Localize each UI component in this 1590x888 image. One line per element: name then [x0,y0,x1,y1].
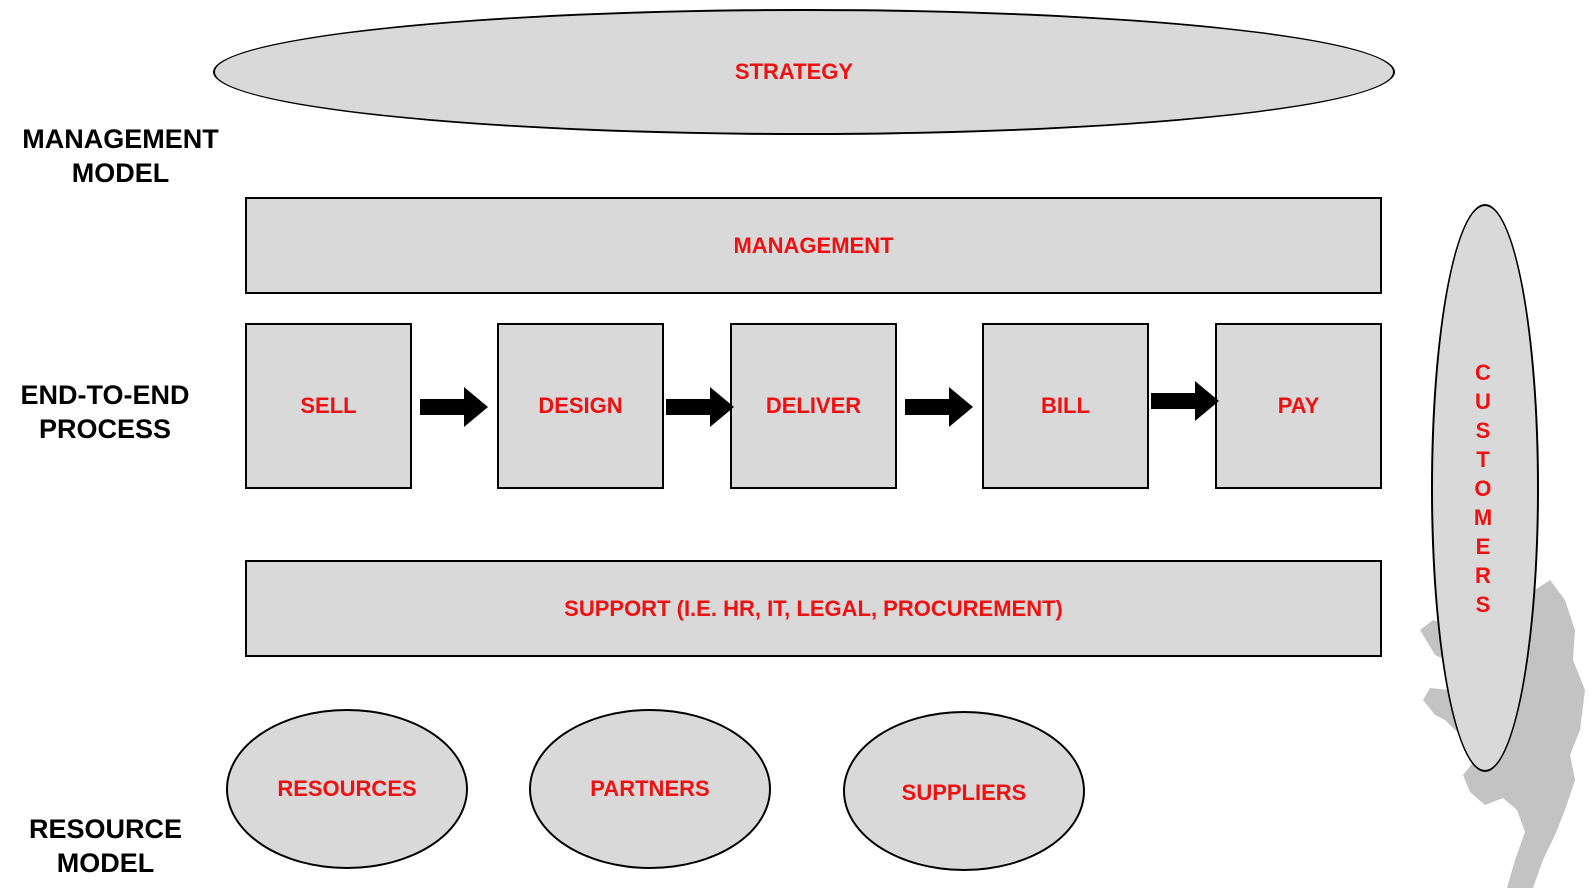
process-step-pay: PAY [1215,323,1382,489]
customers-letter: U [1475,388,1491,414]
process-step-label: DELIVER [765,393,862,418]
process-step-label: DESIGN [538,393,623,418]
management-label: MANAGEMENT [733,232,894,258]
arrow-right-icon [420,387,488,427]
customers-letter: T [1476,446,1490,472]
end-to-end-process-label: END-TO-END PROCESS [20,380,190,444]
customers-letter: M [1473,504,1493,530]
resource-item-label: PARTNERS [590,776,710,801]
management-model-label: MANAGEMENT MODEL [22,124,219,188]
process-step-deliver: DELIVER [730,323,897,489]
customers-letter: O [1474,475,1492,501]
customers-label: C U S T O M E R S [1474,358,1492,619]
resources-ellipse: RESOURCES [226,709,468,869]
arrow-right-icon [905,387,973,427]
customers-ellipse: C U S T O M E R S [1431,204,1539,772]
process-step-label: SELL [300,393,357,418]
resource-item-label: RESOURCES [277,776,417,801]
strategy-label: STRATEGY [734,59,854,84]
support-bar: SUPPORT (I.E. HR, IT, LEGAL, PROCUREMENT… [245,560,1382,657]
suppliers-ellipse: SUPPLIERS [843,711,1085,871]
resource-item-label: SUPPLIERS [901,780,1027,805]
customers-letter: C [1475,359,1491,385]
partners-ellipse: PARTNERS [529,709,771,869]
arrow-right-icon [666,387,734,427]
customers-letter: S [1475,417,1491,443]
support-label: SUPPORT (I.E. HR, IT, LEGAL, PROCUREMENT… [564,595,1063,621]
customers-letter: R [1475,562,1491,588]
arrow-right-icon [1151,381,1219,421]
resource-model-label: RESOURCE MODEL [28,814,183,878]
process-step-bill: BILL [982,323,1149,489]
process-step-label: BILL [1041,393,1090,418]
process-step-design: DESIGN [497,323,664,489]
management-bar: MANAGEMENT [245,197,1382,294]
process-step-sell: SELL [245,323,412,489]
strategy-ellipse: STRATEGY [213,9,1395,135]
customers-letter: E [1475,533,1491,559]
customers-letter: S [1475,591,1491,617]
process-step-label: PAY [1277,393,1320,418]
